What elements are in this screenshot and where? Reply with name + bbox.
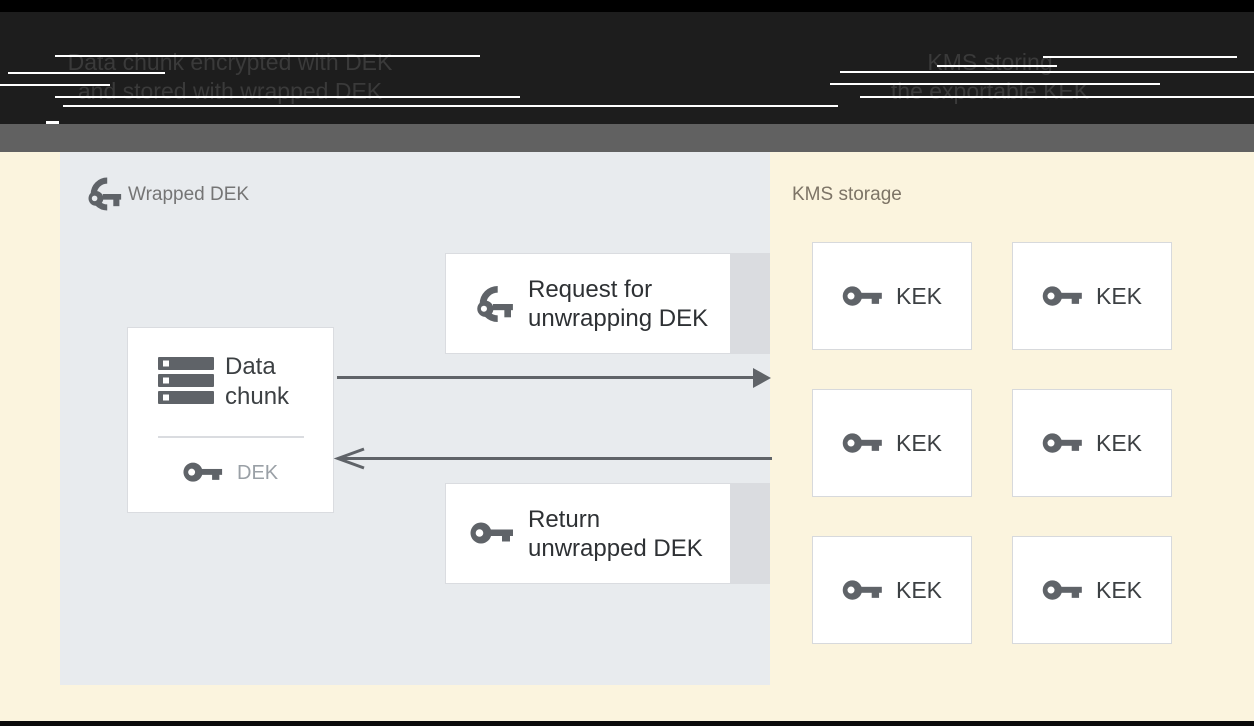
data-chunk-icon xyxy=(158,357,215,405)
return-box-line2: unwrapped DEK xyxy=(528,534,703,562)
request-box-strip xyxy=(731,253,770,354)
dek-row: DEK xyxy=(183,462,278,485)
caption-kms-line1: KMS storing xyxy=(927,49,1053,75)
kek-box: KEK xyxy=(812,389,972,497)
data-chunk-title: Data chunk xyxy=(225,352,289,412)
key-icon xyxy=(842,432,883,455)
kek-label: KEK xyxy=(1095,429,1143,456)
data-chunk-title-line2: chunk xyxy=(225,383,290,410)
return-unwrapped-dek-box: Return unwrapped DEK xyxy=(445,483,731,584)
glitch-line xyxy=(55,55,480,57)
request-arrow-head-icon xyxy=(753,368,771,388)
dek-label: DEK xyxy=(237,462,279,484)
kek-label: KEK xyxy=(1095,282,1143,309)
request-box-line1: Request for xyxy=(528,275,653,303)
glitch-line xyxy=(63,105,838,107)
divider xyxy=(158,436,304,438)
request-box-content: Request for unwrapping DEK xyxy=(470,254,708,353)
kek-label: KEK xyxy=(895,282,943,309)
caption-data-chunk-line2: and stored with wrapped DEK xyxy=(77,78,383,104)
return-arrow-line xyxy=(342,457,772,460)
glitch-line xyxy=(840,71,1254,73)
key-icon xyxy=(842,579,883,602)
header-gray-band xyxy=(0,124,1254,152)
request-arrow-line xyxy=(337,376,755,379)
header-band: Data chunk encrypted with DEK and stored… xyxy=(0,0,1254,124)
request-unwrapping-dek-box: Request for unwrapping DEK xyxy=(445,253,731,354)
return-box-line1: Return xyxy=(528,505,601,533)
glitch-line xyxy=(8,72,165,74)
request-box-text: Request for unwrapping DEK xyxy=(528,275,708,333)
glitch-line xyxy=(830,83,1160,85)
kek-box: KEK xyxy=(1012,389,1172,497)
kek-box: KEK xyxy=(1012,242,1172,350)
glitch-line xyxy=(860,96,1254,98)
kek-box: KEK xyxy=(1012,536,1172,644)
caption-kms: KMS storing the exportable KEK xyxy=(760,48,1220,106)
key-icon xyxy=(842,285,883,308)
glitch-line xyxy=(1043,56,1237,58)
kek-box: KEK xyxy=(812,536,972,644)
wrapped-dek-label: Wrapped DEK xyxy=(128,184,250,205)
caption-kms-line2: the exportable KEK xyxy=(890,78,1090,104)
key-icon xyxy=(1042,285,1083,308)
kek-label: KEK xyxy=(895,576,943,603)
header-top-stripe xyxy=(0,0,1254,12)
kek-label: KEK xyxy=(895,429,943,456)
data-chunk-title-line1: Data xyxy=(225,353,276,380)
glitch-line xyxy=(937,65,1057,67)
key-icon xyxy=(183,462,223,485)
kms-storage-label: KMS storage xyxy=(792,184,902,205)
return-box-content: Return unwrapped DEK xyxy=(470,484,703,583)
caption-data-chunk: Data chunk encrypted with DEK and stored… xyxy=(0,48,460,106)
kek-label: KEK xyxy=(1095,576,1143,603)
request-box-line2: unwrapping DEK xyxy=(528,304,709,332)
glitch-line xyxy=(46,121,59,124)
return-box-text: Return unwrapped DEK xyxy=(528,505,703,563)
caption-data-chunk-line1: Data chunk encrypted with DEK xyxy=(67,49,393,75)
bottom-black-bar xyxy=(0,721,1254,726)
kek-box: KEK xyxy=(812,242,972,350)
data-chunk-box: Data chunk DEK xyxy=(127,327,334,513)
wrapped-key-icon xyxy=(82,175,122,213)
return-arrow-head-icon xyxy=(333,447,367,470)
wrapped-key-icon xyxy=(470,285,514,323)
glitch-line xyxy=(0,84,110,86)
key-icon xyxy=(1042,579,1083,602)
glitch-line xyxy=(55,96,520,98)
return-box-strip xyxy=(731,483,770,584)
key-icon xyxy=(1042,432,1083,455)
key-icon xyxy=(470,521,514,546)
